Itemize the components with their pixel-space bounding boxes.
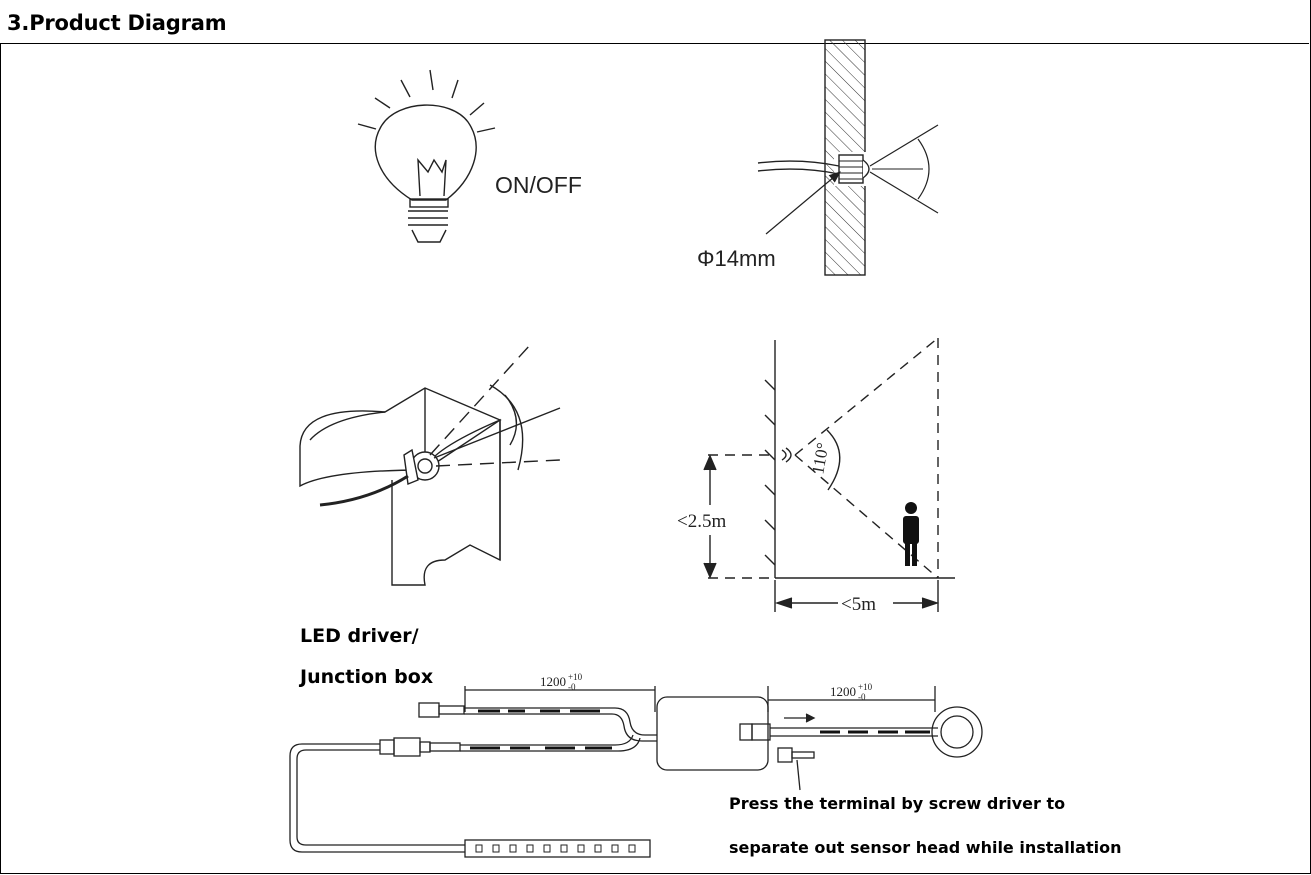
length-left-lower-tolerance: -0 bbox=[568, 682, 576, 692]
height-label: <2.5m bbox=[677, 511, 726, 532]
diameter-label: Φ14mm bbox=[697, 246, 776, 271]
length-left-upper-tolerance: +10 bbox=[568, 672, 583, 682]
wiring-diagram bbox=[289, 686, 983, 858]
on-off-label: ON/OFF bbox=[495, 172, 582, 198]
length-right-lower-tolerance: -0 bbox=[858, 692, 866, 702]
section-title: 3.Product Diagram bbox=[7, 11, 227, 35]
light-bulb-icon bbox=[357, 69, 496, 243]
detection-range-diagram bbox=[703, 337, 955, 612]
length-right-upper-tolerance: +10 bbox=[858, 682, 873, 692]
led-strip-chips bbox=[475, 844, 636, 853]
cabinet-sensor-icon bbox=[299, 344, 561, 586]
wall-mount-sensor-icon bbox=[757, 39, 939, 276]
led-driver-label-line2: Junction box bbox=[298, 666, 433, 688]
length-left-value: 1200 bbox=[540, 674, 566, 689]
install-note-line2: separate out sensor head while installat… bbox=[729, 838, 1121, 857]
person-icon bbox=[903, 502, 919, 566]
section-header: 3.Product Diagram bbox=[0, 0, 1309, 44]
distance-label: <5m bbox=[841, 594, 876, 615]
cable-print-marks bbox=[470, 709, 930, 750]
length-right-value: 1200 bbox=[830, 684, 856, 699]
angle-label: 110° bbox=[808, 441, 832, 475]
led-driver-label-line1: LED driver/ bbox=[300, 625, 419, 647]
install-note-line1: Press the terminal by screw driver to bbox=[729, 794, 1065, 813]
